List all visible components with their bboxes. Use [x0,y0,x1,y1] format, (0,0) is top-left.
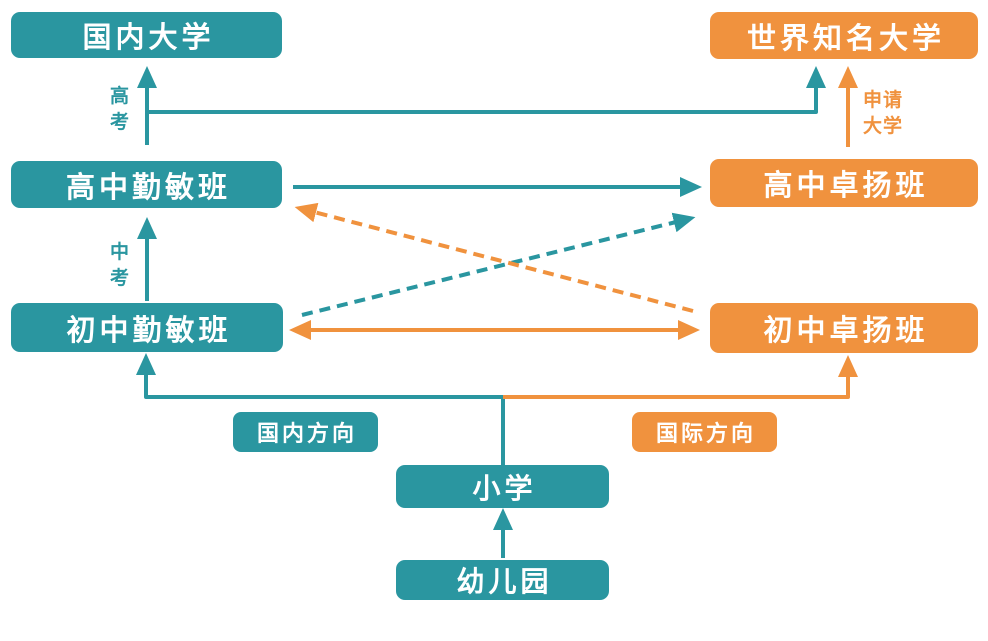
tag-domestic-direction: 国内方向 [233,412,378,452]
node-highschool-zhuoyang: 高中卓扬班 [710,159,978,207]
node-highschool-qinmin: 高中勤敏班 [11,161,282,208]
label-gaokao: 高考 [109,86,130,133]
node-juniorhigh-zhuoyang: 初中卓扬班 [710,303,978,353]
arrow-primary-to-jhs-qinmin [136,353,505,465]
node-world-famous-university: 世界知名大学 [710,12,978,59]
arrow-jhs-zhuoyang-to-hs-qinmin-dashed [294,202,694,313]
label-apply-university: 申请大学 [862,90,903,137]
tag-international-direction: 国际方向 [632,412,777,452]
label-zhongkao: 中考 [109,242,130,289]
node-kindergarten: 幼儿园 [396,560,609,600]
arrow-jhs-qinmin-to-hs-zhuoyang-dashed [301,212,696,317]
node-domestic-university: 国内大学 [11,12,282,58]
arrow-qinmin-to-world-university [147,66,826,114]
node-juniorhigh-qinmin: 初中勤敏班 [11,303,283,352]
node-primary-school: 小学 [396,465,609,508]
arrow-primary-to-jhs-zhuoyang [503,355,858,399]
